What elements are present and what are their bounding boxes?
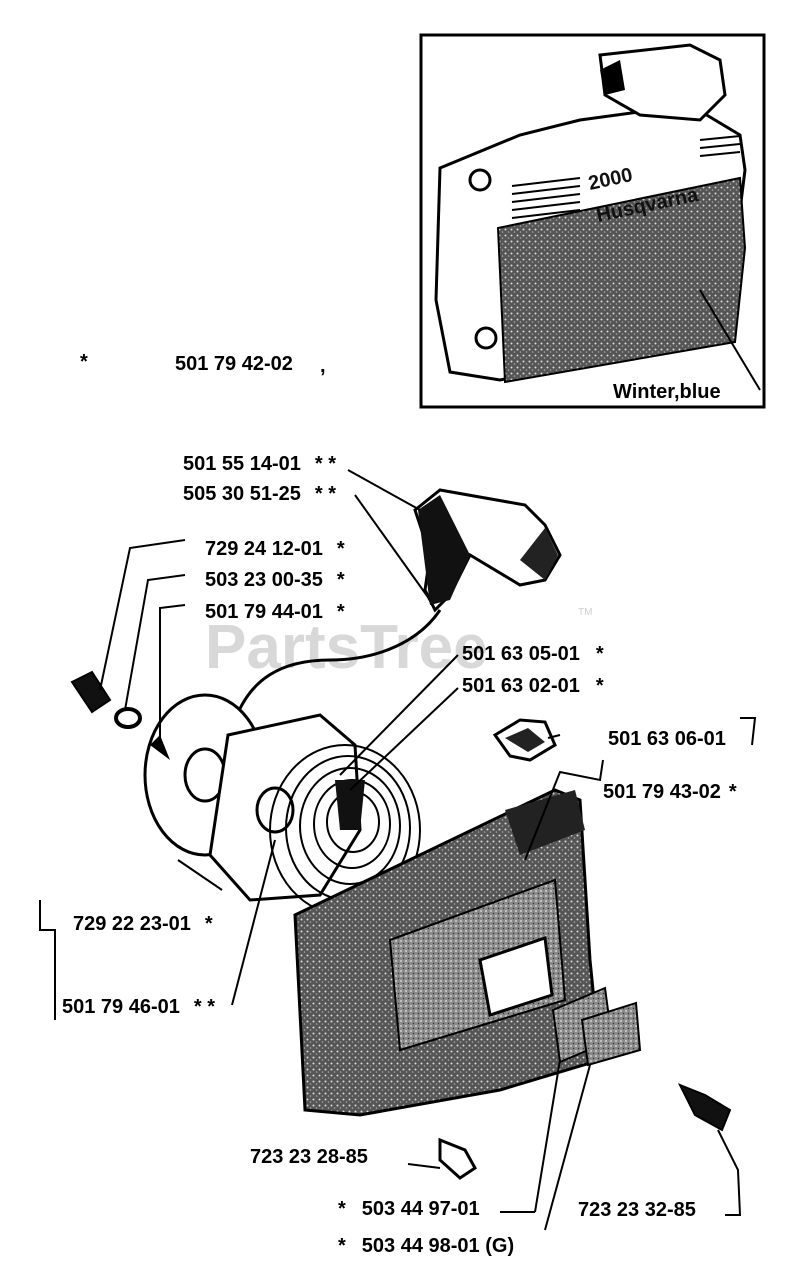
starter-cover-drawing: [293, 788, 602, 1117]
bolt-icon: [474, 326, 498, 350]
part-label: *503 44 97-01: [338, 1198, 480, 1220]
part-label: 501 55 14-01* *: [183, 453, 336, 475]
part-label: 729 22 23-01*: [73, 913, 213, 935]
part-label: 501 79 46-01* *: [62, 996, 215, 1018]
watermark-tm: TM: [578, 607, 592, 618]
inset-panel: 2000 Husqvarna Winter,blue: [419, 33, 766, 409]
leader-lines: [39, 469, 757, 1231]
decal-drawing: [580, 1001, 642, 1067]
part-label: 723 23 28-85: [250, 1146, 368, 1168]
part-label: 503 23 00-35*: [205, 569, 345, 591]
part-label: 505 30 51-25* *: [183, 483, 336, 505]
top-note-comma: ,: [320, 355, 326, 377]
saw-handle-drawing: [598, 43, 727, 122]
part-label: 501 63 06-01: [608, 728, 726, 750]
part-labels: 501 55 14-01* * 505 30 51-25* * 729 24 1…: [62, 453, 737, 1257]
caption-leader: [699, 289, 761, 391]
part-label: 501 63 05-01*: [462, 643, 604, 665]
watermark: PartsTree: [205, 613, 488, 682]
vent-lines: [511, 135, 741, 219]
part-label: *503 44 98-01 (G): [338, 1235, 514, 1257]
exploded-drawing: [39, 469, 757, 1231]
top-note-part: 501 79 42-02: [175, 353, 293, 375]
handle-shadow: [600, 60, 625, 95]
starter-rope: [233, 609, 442, 721]
screw-drawing: [438, 1137, 477, 1180]
top-note-star: *: [80, 351, 88, 373]
part-label: 501 79 44-01*: [205, 601, 345, 623]
screw-drawing: [677, 1083, 732, 1132]
bolt-icon: [468, 168, 492, 192]
part-label: 723 23 32-85: [578, 1199, 696, 1221]
winter-cover-drawing: [496, 176, 747, 384]
starter-handle-drawing: [413, 488, 562, 613]
screw-drawing: [70, 670, 112, 714]
washer-drawing: [114, 707, 142, 729]
part-label: 729 24 12-01*: [205, 538, 345, 560]
part-label: 501 79 43-02*: [603, 781, 737, 803]
part-label: 501 63 02-01*: [462, 675, 604, 697]
inset-caption: Winter,blue: [613, 381, 721, 403]
